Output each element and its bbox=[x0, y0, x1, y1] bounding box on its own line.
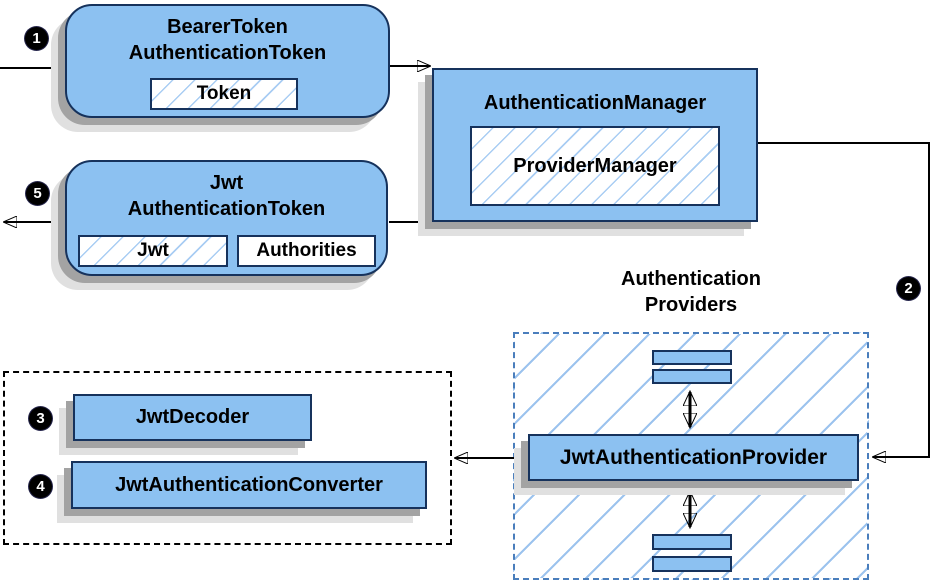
authentication-manager-node: AuthenticationManager ProviderManager bbox=[432, 68, 758, 222]
authentication-manager-title: AuthenticationManager bbox=[483, 92, 707, 114]
token-chip: Token bbox=[150, 78, 298, 110]
decoder-converter-area bbox=[3, 371, 452, 545]
step-3-badge: 3 bbox=[29, 407, 52, 430]
bearer-token-authentication-token-node: BearerToken AuthenticationToken Token bbox=[65, 4, 390, 118]
step-2-number: 2 bbox=[904, 280, 913, 297]
jwt-chip-label: Jwt bbox=[137, 240, 169, 261]
provider-manager-chip-label: ProviderManager bbox=[513, 154, 677, 177]
step-4-number: 4 bbox=[36, 478, 45, 495]
jwt-chip: Jwt bbox=[78, 235, 228, 267]
provider-manager-chip: ProviderManager bbox=[470, 126, 720, 206]
authentication-providers-label-line1: Authentication bbox=[621, 268, 761, 290]
step-5-badge: 5 bbox=[26, 182, 49, 205]
authorities-chip-label: Authorities bbox=[256, 240, 357, 261]
step-5-number: 5 bbox=[33, 185, 42, 202]
step-4-badge: 4 bbox=[29, 475, 52, 498]
step-2-badge: 2 bbox=[897, 277, 920, 300]
jwt-token-title-line2: AuthenticationToken bbox=[127, 198, 326, 220]
provider-slot-bar bbox=[652, 369, 732, 384]
jwt-token-title-line1: Jwt bbox=[209, 172, 244, 194]
step-1-badge: 1 bbox=[25, 27, 48, 50]
step-3-number: 3 bbox=[36, 410, 45, 427]
authentication-providers-label: Authentication Providers bbox=[553, 266, 829, 318]
jwt-decoder-title: JwtDecoder bbox=[135, 406, 250, 428]
provider-slot-bar bbox=[652, 534, 732, 550]
authentication-providers-label-line2: Providers bbox=[644, 294, 738, 316]
jwt-decoder-node: JwtDecoder bbox=[73, 394, 312, 441]
manager-to-provider-connector bbox=[758, 142, 930, 457]
jwt-authentication-converter-title: JwtAuthenticationConverter bbox=[115, 473, 383, 496]
token-chip-label: Token bbox=[196, 83, 252, 104]
bearer-token-title-line1: BearerToken bbox=[167, 16, 288, 38]
provider-slot-bar bbox=[652, 350, 732, 365]
jwt-authentication-provider-node: JwtAuthenticationProvider bbox=[528, 434, 859, 481]
step-1-number: 1 bbox=[32, 30, 41, 47]
jwt-authentication-converter-node: JwtAuthenticationConverter bbox=[71, 461, 427, 509]
jwt-authentication-token-node: Jwt AuthenticationToken Jwt Authorities bbox=[65, 160, 388, 276]
provider-slot-bar bbox=[652, 556, 732, 572]
bearer-token-title-line2: AuthenticationToken bbox=[128, 42, 327, 64]
authorities-chip: Authorities bbox=[237, 235, 376, 267]
jwt-authentication-provider-title: JwtAuthenticationProvider bbox=[559, 445, 828, 469]
